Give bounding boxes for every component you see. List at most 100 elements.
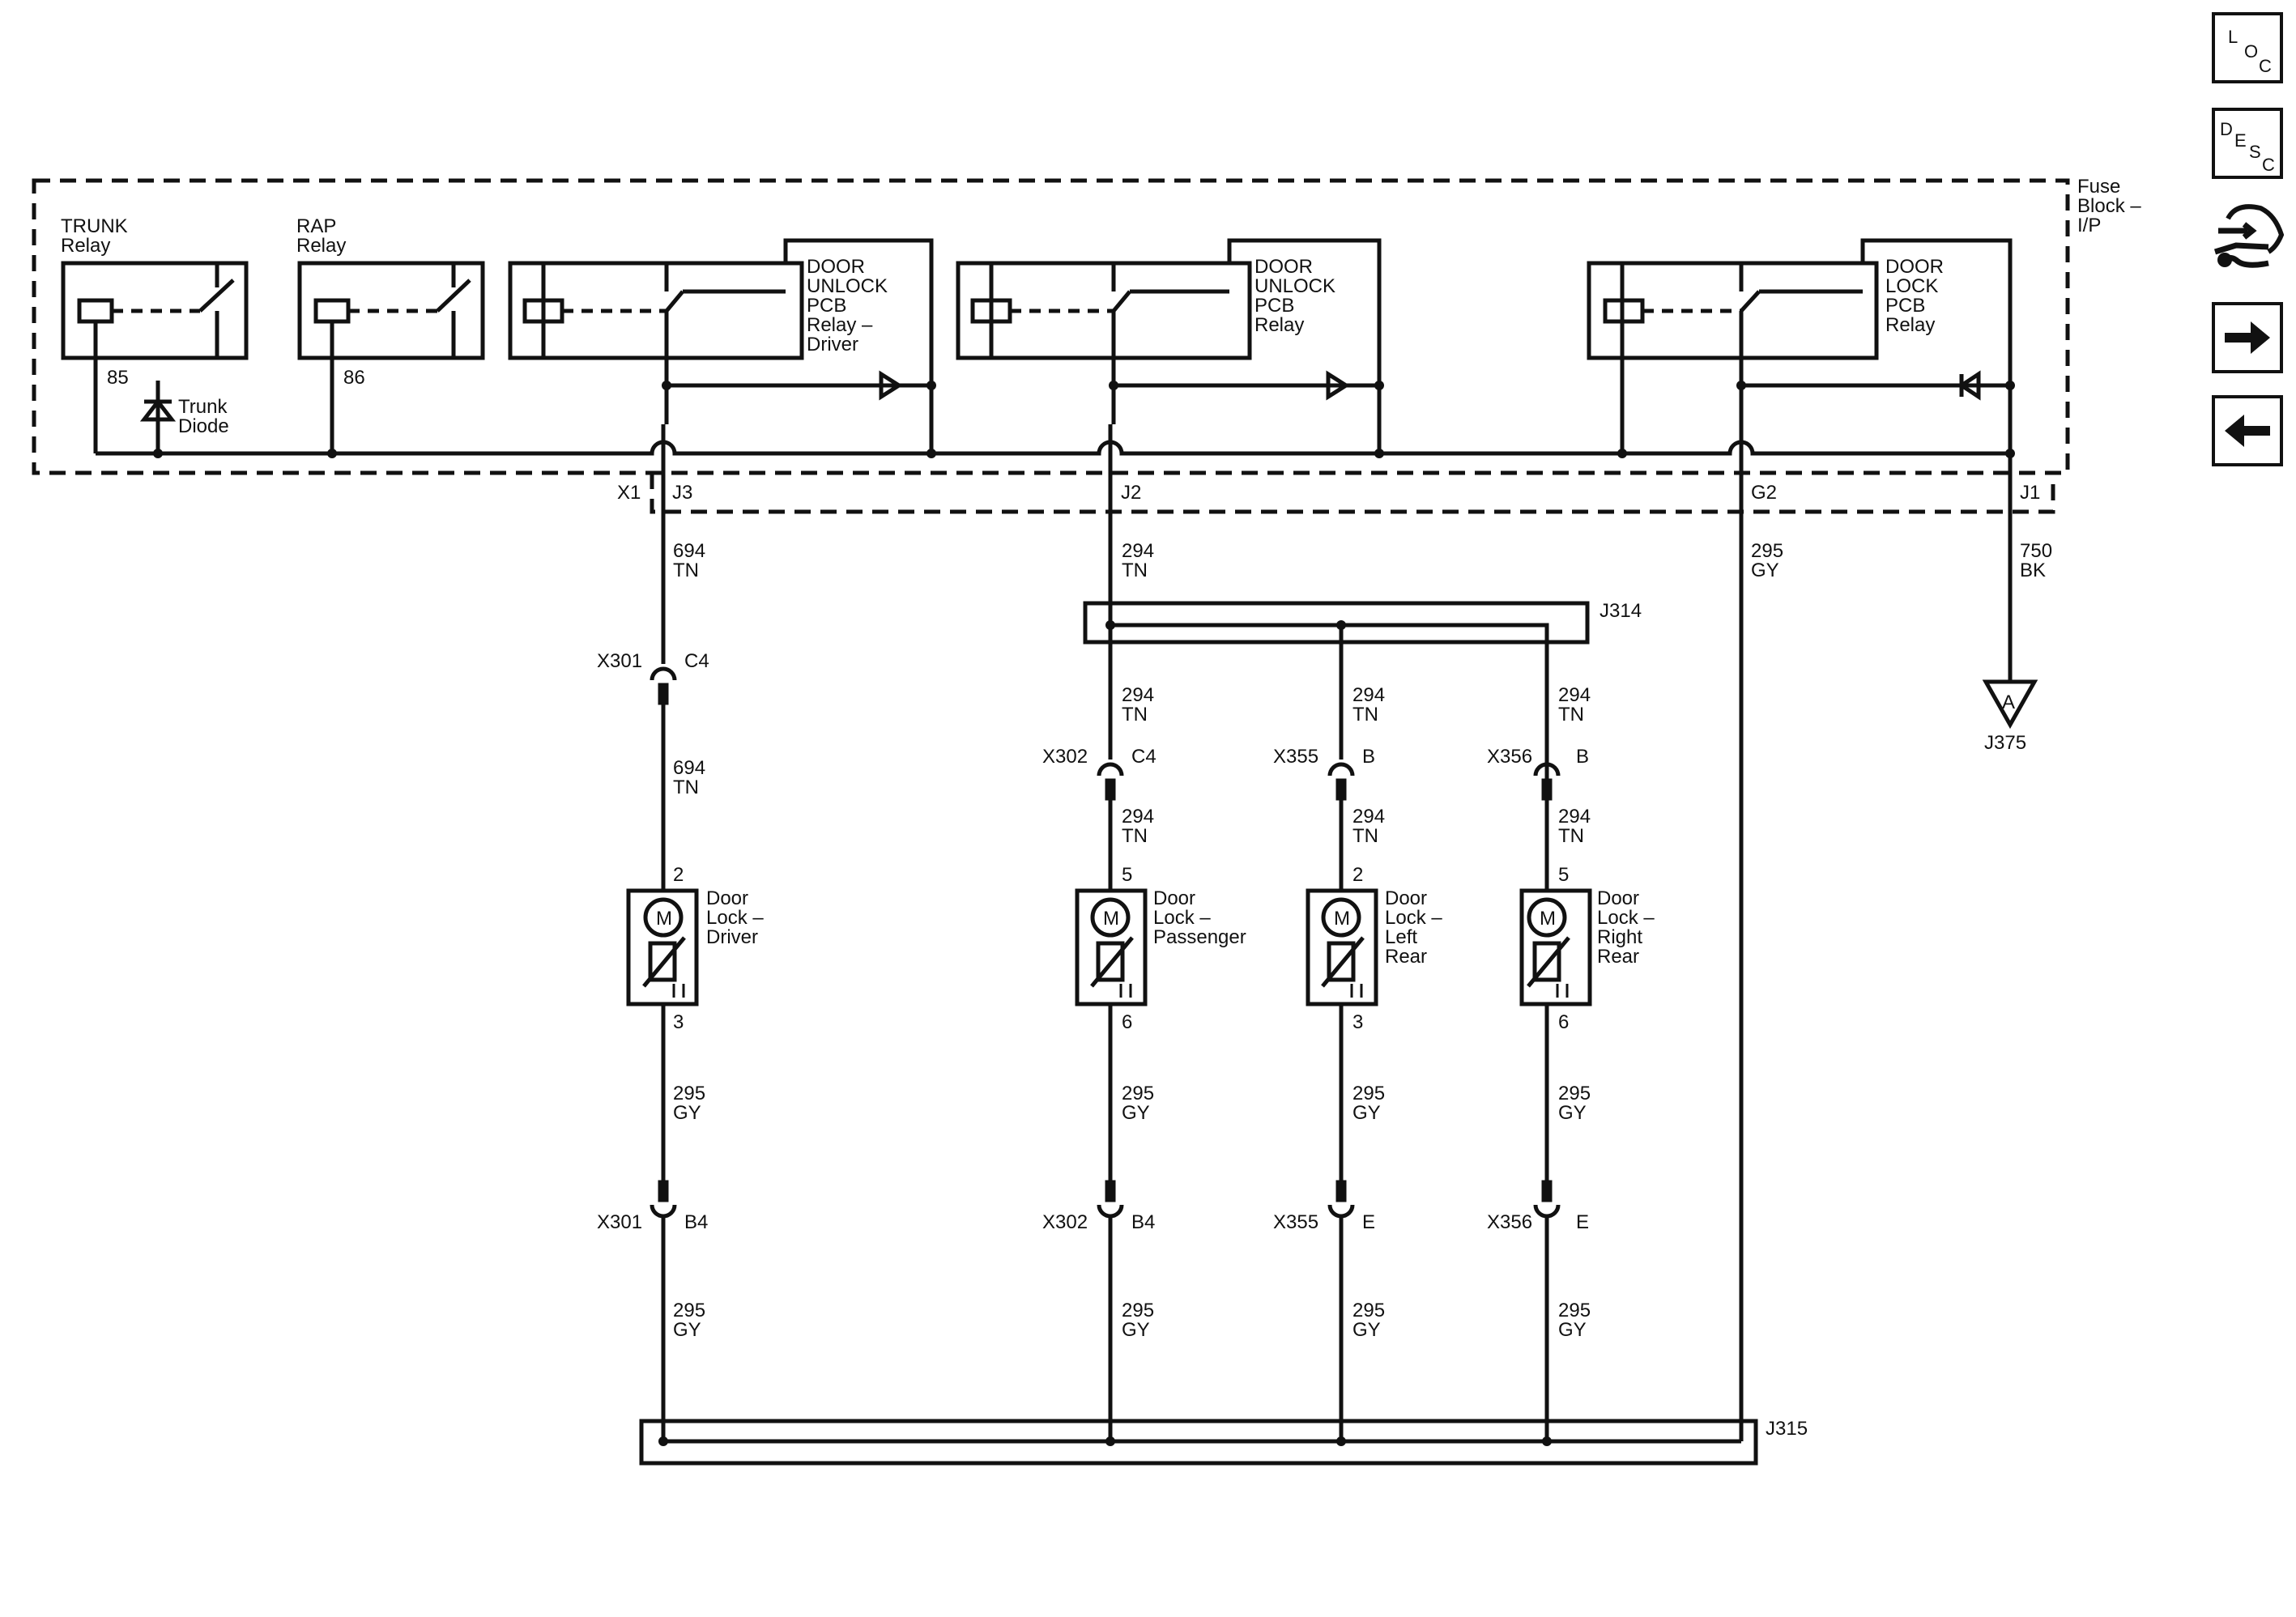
trunk-diode: [139, 381, 177, 453]
motor-label: Left: [1385, 926, 1417, 948]
wire-num: 295: [1122, 1300, 1154, 1321]
connector-cavity: C4: [1131, 746, 1157, 768]
unlock-label-3: PCB: [1254, 295, 1294, 317]
wire-num: 294: [1122, 540, 1154, 562]
rap-relay: [297, 261, 485, 360]
wire-color: GY: [673, 1102, 701, 1124]
loc-letter-o: O: [2244, 41, 2258, 62]
pin-j2: J2: [1121, 482, 1141, 504]
motor-pin: 3: [673, 1011, 684, 1033]
desc-letter-c: C: [2262, 155, 2275, 175]
desc-letter-e: E: [2234, 130, 2247, 151]
wire-color: TN: [1352, 825, 1378, 847]
motor-pin: 2: [1352, 864, 1363, 886]
door-unlock-relay: [956, 261, 1252, 360]
diode-unlock-driver: [879, 370, 903, 401]
pin-g2: G2: [1751, 482, 1777, 504]
diode-lock: [1957, 370, 1981, 401]
next-button[interactable]: [2212, 302, 2283, 373]
wire-num: 295: [673, 1083, 705, 1104]
fuse-block-outline: [32, 178, 2070, 475]
connector-label: X355: [1273, 746, 1318, 768]
wire-num: 294: [1352, 806, 1385, 828]
door-lock-relay: [1587, 261, 1879, 360]
connector-cavity: B4: [684, 1211, 708, 1233]
lock-label-3: PCB: [1885, 295, 1925, 317]
door-lock-right-rear-motor: [1519, 888, 1592, 1006]
rap-relay-pin: 86: [343, 367, 365, 389]
motor-label: Right: [1597, 926, 1642, 948]
unlock-driver-label-4: Relay –: [807, 314, 873, 336]
car-wrench-icon[interactable]: [2212, 198, 2285, 275]
connector-cavity: B: [1576, 746, 1589, 768]
desc-letter-s: S: [2249, 142, 2261, 162]
trunk-diode-label-1: Trunk: [178, 396, 228, 418]
connector-label: X302: [1042, 746, 1088, 768]
connector-cavity: C4: [684, 650, 709, 672]
prev-button[interactable]: [2212, 395, 2283, 466]
motor-symbol: M: [656, 908, 672, 930]
junction-dots: [153, 381, 2015, 1446]
lock-label-1: DOOR: [1885, 256, 1944, 278]
motor-label: Lock –: [1385, 907, 1442, 929]
motor-label: Rear: [1597, 946, 1639, 968]
wire-color: TN: [1122, 704, 1148, 726]
motor-label: Lock –: [1153, 907, 1211, 929]
wire-color: TN: [1558, 704, 1584, 726]
motor-label: Door: [1153, 887, 1195, 909]
rap-relay-label-1: RAP: [296, 215, 336, 237]
wire-num: 295: [1558, 1300, 1591, 1321]
connector-label: X355: [1273, 1211, 1318, 1233]
wire-color: GY: [1352, 1102, 1381, 1124]
fuse-block-label-2: Block –: [2077, 195, 2141, 217]
arrow-right-icon: [2225, 321, 2270, 354]
wire-color: BK: [2020, 560, 2046, 581]
unlock-driver-label-2: UNLOCK: [807, 275, 888, 297]
motor-pin: 6: [1558, 1011, 1569, 1033]
pin-j1: J1: [2020, 482, 2040, 504]
desc-button[interactable]: D E S C: [2212, 108, 2283, 179]
wire-color: TN: [1122, 560, 1148, 581]
wire-num: 295: [1122, 1083, 1154, 1104]
connector-cavity: E: [1362, 1211, 1375, 1233]
connector-label: X301: [597, 650, 642, 672]
unlock-label-1: DOOR: [1254, 256, 1313, 278]
motor-label: Door: [1385, 887, 1427, 909]
motor-pin: 5: [1122, 864, 1132, 886]
desc-letter-d: D: [2220, 119, 2233, 139]
wire-num: 294: [1122, 684, 1154, 706]
wire-num: 750: [2020, 540, 2052, 562]
wire-color: GY: [1558, 1102, 1587, 1124]
connector-cavity: B4: [1131, 1211, 1155, 1233]
wire-color: GY: [673, 1319, 701, 1341]
trunk-relay-label-2: Relay: [61, 235, 110, 257]
trunk-diode-label-2: Diode: [178, 415, 229, 437]
splice-j314-label: J314: [1600, 600, 1642, 622]
splice-j315-label: J315: [1766, 1418, 1808, 1440]
loc-letter-l: L: [2228, 27, 2238, 47]
unlock-driver-label-3: PCB: [807, 295, 846, 317]
lock-label-4: Relay: [1885, 314, 1935, 336]
diode-unlock: [1326, 370, 1350, 401]
arrow-left-icon: [2225, 415, 2270, 447]
wire-color: TN: [1122, 825, 1148, 847]
connector-label: X301: [597, 1211, 642, 1233]
connector-x1-outline: [650, 473, 2055, 514]
unlock-label-4: Relay: [1254, 314, 1304, 336]
motor-pin: 5: [1558, 864, 1569, 886]
lock-label-2: LOCK: [1885, 275, 1938, 297]
connector-cavity: E: [1576, 1211, 1589, 1233]
motor-label: Lock –: [706, 907, 764, 929]
fuse-block-label-3: I/P: [2077, 215, 2101, 236]
wire-color: GY: [1122, 1319, 1150, 1341]
wire-color: GY: [1558, 1319, 1587, 1341]
wire-color: GY: [1122, 1102, 1150, 1124]
wire-color: GY: [1352, 1319, 1381, 1341]
wire-color: GY: [1751, 560, 1779, 581]
motor-label: Passenger: [1153, 926, 1246, 948]
motor-label: Door: [706, 887, 748, 909]
unlock-driver-label-5: Driver: [807, 334, 858, 355]
wire-num: 295: [1352, 1083, 1385, 1104]
loc-button[interactable]: L O C: [2212, 12, 2283, 83]
wire-num: 294: [1558, 684, 1591, 706]
